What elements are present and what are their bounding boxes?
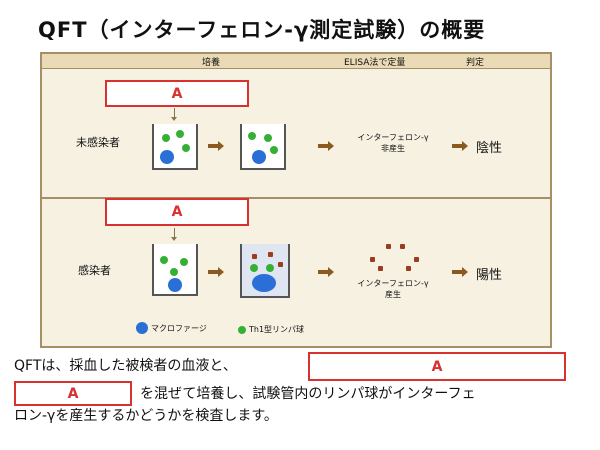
ifn-particle: [278, 262, 283, 267]
lymphocyte: [162, 134, 170, 142]
uninfected-label: 未感染者: [76, 136, 120, 149]
right-arrow-icon: [318, 141, 334, 151]
legend-macrophage: マクロファージ: [136, 322, 207, 334]
tube-infected-before: [152, 244, 198, 296]
sentence-line-2: を混ぜて培養し、試験管内のリンパ球がインターフェ: [140, 386, 476, 402]
output-line: インターフェロン-γ: [357, 133, 429, 142]
macrophage: [252, 150, 266, 164]
lymphocyte: [182, 144, 190, 152]
output-line: 非産生: [381, 144, 405, 153]
tube-uninfected-after: [240, 124, 286, 170]
drop-line: [174, 108, 175, 118]
ifn-particle: [252, 254, 257, 259]
ifn-particle: [268, 252, 273, 257]
right-arrow-icon: [318, 267, 334, 277]
macrophage: [252, 274, 276, 292]
lymphocyte: [170, 268, 178, 276]
output-line: インターフェロン-γ: [357, 279, 429, 288]
lymphocyte-icon: [238, 325, 246, 334]
legend-th1: Th1型リンパ球: [238, 324, 304, 335]
lymphocyte: [160, 256, 168, 264]
macrophage: [160, 150, 174, 164]
header-judgement: 判定: [466, 58, 485, 68]
lymphocyte: [270, 146, 278, 154]
ifn-particle: [414, 257, 419, 262]
header-culture: 培養: [202, 58, 221, 68]
output-line: 産生: [385, 290, 401, 299]
legend-th1-label: Th1型リンパ球: [249, 325, 305, 334]
infected-result: 陽性: [476, 268, 503, 283]
tube-infected-after: [240, 244, 290, 298]
uninfected-ifn-output: インターフェロン-γ 非産生: [348, 132, 438, 154]
infected-ifn-output: インターフェロン-γ 産生: [348, 278, 438, 300]
ifn-particle: [400, 244, 405, 249]
sentence-line-1: QFTは、採血した被検者の血液と、: [14, 358, 237, 374]
right-arrow-icon: [208, 141, 224, 151]
answer-box-middle[interactable]: A: [105, 198, 249, 226]
drop-arrow-icon: [171, 117, 177, 121]
row-divider: [42, 197, 550, 199]
lymphocyte: [266, 264, 274, 272]
infected-label: 感染者: [78, 264, 111, 277]
answer-box-sentence-2[interactable]: A: [14, 381, 132, 406]
drop-arrow-icon: [171, 237, 177, 241]
page-title: QFT（インターフェロン-γ測定試験）の概要: [38, 18, 486, 42]
header-elisa: ELISA法で定量: [344, 58, 406, 68]
diagram-panel: 培養 ELISA法で定量 判定 未感染者 A インターフェロン-γ 非産生 陰性…: [40, 52, 552, 348]
answer-box-sentence-1[interactable]: A: [308, 352, 566, 381]
ifn-particle: [386, 244, 391, 249]
macrophage-icon: [136, 322, 148, 334]
uninfected-result: 陰性: [476, 141, 503, 156]
right-arrow-icon: [208, 267, 224, 277]
ifn-particle: [406, 266, 411, 271]
right-arrow-icon: [452, 141, 468, 151]
drop-line: [174, 228, 175, 238]
sentence-line-3: ロン-γを産生するかどうかを検査します。: [14, 408, 278, 424]
macrophage: [168, 278, 182, 292]
lymphocyte: [248, 132, 256, 140]
tube-uninfected-before: [152, 124, 198, 170]
lymphocyte: [250, 264, 258, 272]
lymphocyte: [176, 130, 184, 138]
legend-macrophage-label: マクロファージ: [151, 323, 207, 333]
column-header: 培養 ELISA法で定量 判定: [42, 54, 550, 69]
ifn-particle: [378, 266, 383, 271]
lymphocyte: [264, 134, 272, 142]
answer-box-top[interactable]: A: [105, 80, 249, 107]
right-arrow-icon: [452, 267, 468, 277]
lymphocyte: [180, 258, 188, 266]
ifn-particle: [370, 257, 375, 262]
